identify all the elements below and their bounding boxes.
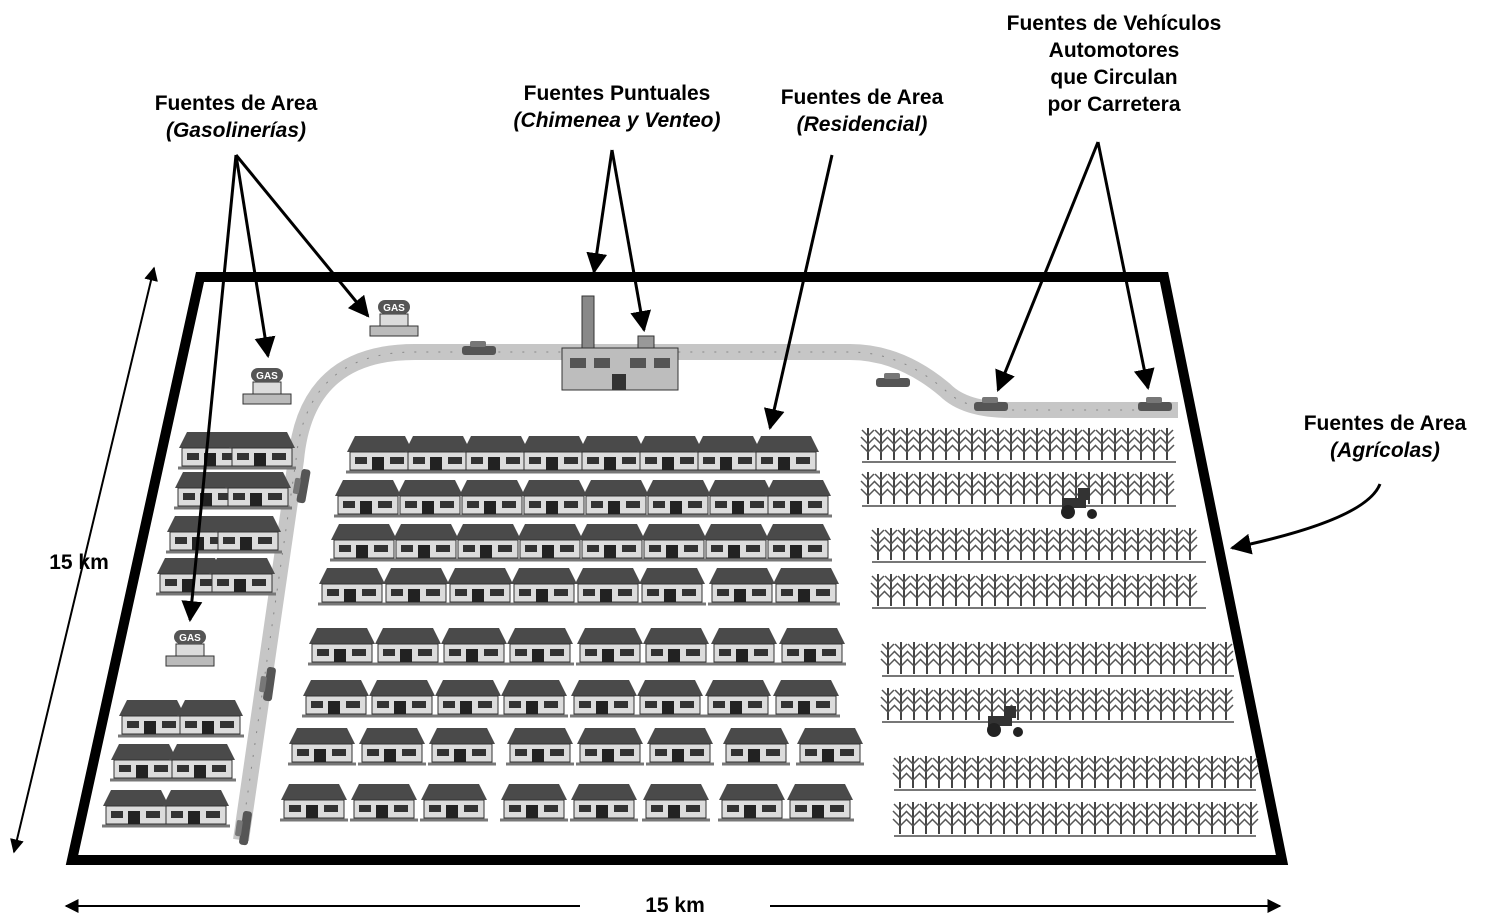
label-point-sources: Fuentes Puntuales (Chimenea y Venteo) (472, 80, 762, 134)
label-vehicles-line: por Carretera (1047, 93, 1181, 116)
label-agricultural-subtitle: (Agrícolas) (1330, 439, 1440, 462)
pointer-arrows (181, 141, 1382, 623)
label-point-title: Fuentes Puntuales (523, 82, 711, 105)
label-gas-stations: Fuentes de Area (Gasolinerías) (106, 90, 366, 144)
label-point-subtitle: (Chimenea y Venteo) (513, 109, 721, 132)
factory-icon (561, 295, 679, 391)
side-dimension-arrow (10, 266, 158, 854)
label-vehicles-line: Automotores (1048, 39, 1180, 62)
label-vehicles-line: Fuentes de Vehículos (1006, 12, 1222, 35)
label-vehicles: Fuentes de Vehículos Automotores que Cir… (964, 10, 1264, 118)
agricultural-fields (860, 427, 1259, 837)
label-agricultural-title: Fuentes de Area (1303, 412, 1467, 435)
label-residential-subtitle: (Residencial) (796, 113, 928, 136)
label-vehicles-line: que Circulan (1050, 66, 1178, 89)
label-agricultural: Fuentes de Area (Agrícolas) (1270, 410, 1500, 464)
label-gas-subtitle: (Gasolinerías) (165, 119, 307, 142)
label-residential-title: Fuentes de Area (780, 86, 944, 109)
label-gas-title: Fuentes de Area (154, 92, 318, 115)
side-dimension-label: 15 km (49, 551, 109, 574)
label-residential: Fuentes de Area (Residencial) (742, 84, 982, 138)
bottom-dimension-label: 15 km (645, 894, 705, 917)
